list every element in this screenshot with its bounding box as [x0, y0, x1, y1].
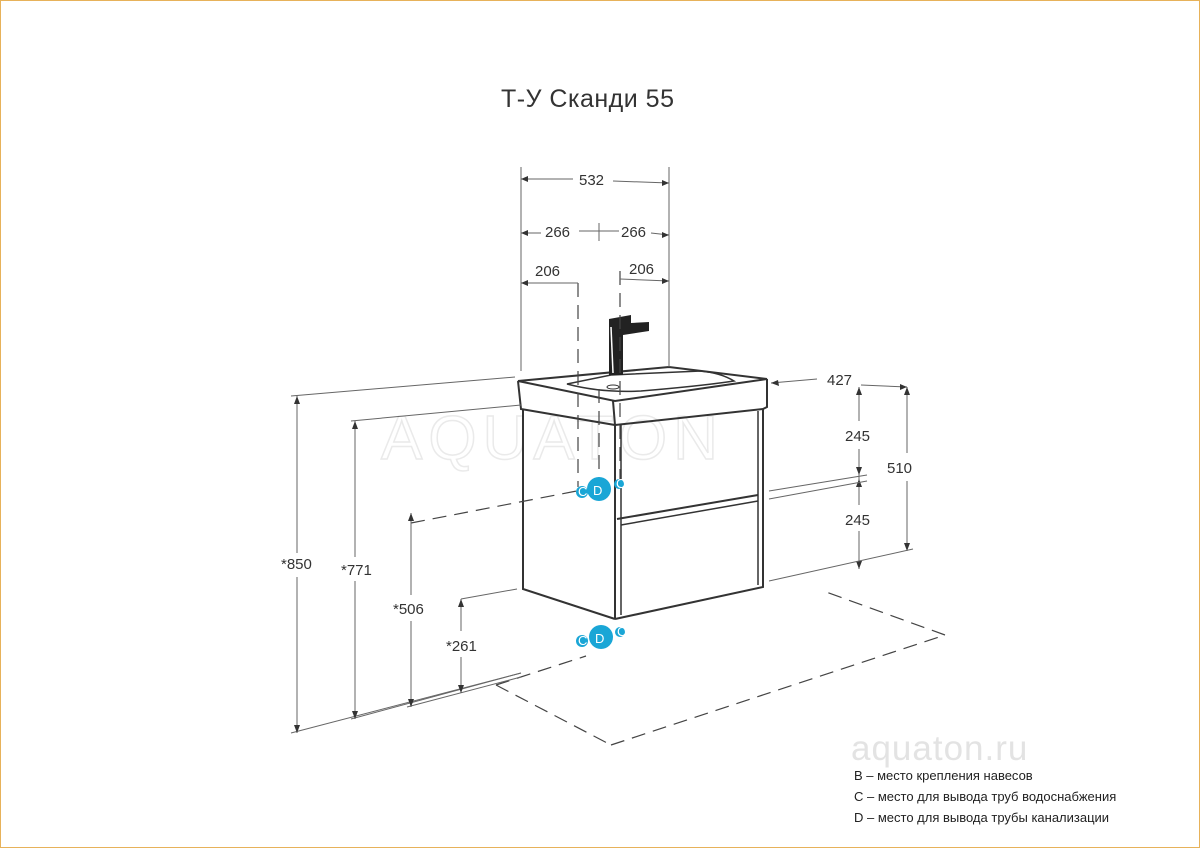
marker-cluster-upper: C D C [576, 476, 625, 501]
marker-d-icon [589, 625, 613, 649]
cabinet [522, 407, 764, 620]
legend: B – место крепления навесов C – место дл… [854, 765, 1116, 828]
marker-c-icon [615, 627, 625, 637]
floor-outline [495, 591, 946, 746]
dim-510: 510 [887, 460, 912, 477]
dim-850: *850 [281, 556, 312, 573]
legend-item-b: B – место крепления навесов [854, 768, 1033, 783]
marker-c-label: C [617, 624, 626, 639]
marker-c-label: C [578, 484, 587, 499]
watermark-text: AQUATON [381, 404, 724, 473]
marker-d-label: D [593, 483, 602, 498]
diagram-title: Т-У Сканди 55 [501, 85, 675, 113]
dim-532: 532 [579, 172, 604, 189]
dim-245-lower: 245 [845, 512, 870, 529]
dim-261: *261 [446, 638, 477, 655]
site-watermark: aquaton.ru [851, 729, 1029, 768]
dim-206-left: 206 [535, 263, 560, 280]
dim-771: *771 [341, 562, 372, 579]
faucet-icon [609, 315, 649, 375]
legend-item-d: D – место для вывода трубы канализации [854, 810, 1110, 825]
extension-lines [520, 167, 670, 371]
left-height-dimensions [290, 376, 522, 734]
marker-c-label: C [578, 633, 587, 648]
marker-c-icon [614, 479, 624, 489]
dim-266-right: 266 [621, 224, 646, 241]
legend-item-c: C – место для вывода труб водоснабжения [854, 789, 1117, 804]
marker-d-label: D [595, 631, 604, 646]
pipe-center-lines [410, 271, 621, 524]
dim-427: 427 [827, 372, 852, 389]
marker-d-icon [587, 477, 611, 501]
dim-266-left: 266 [545, 224, 570, 241]
dim-206-right: 206 [629, 261, 654, 278]
top-dimensions [521, 176, 670, 286]
dim-245-upper: 245 [845, 428, 870, 445]
dim-506: *506 [393, 601, 424, 618]
right-dimensions [768, 378, 914, 582]
marker-c-icon [576, 635, 588, 647]
marker-cluster-lower: C D C [576, 624, 626, 649]
marker-c-label: C [616, 476, 625, 491]
marker-c-icon [576, 486, 588, 498]
